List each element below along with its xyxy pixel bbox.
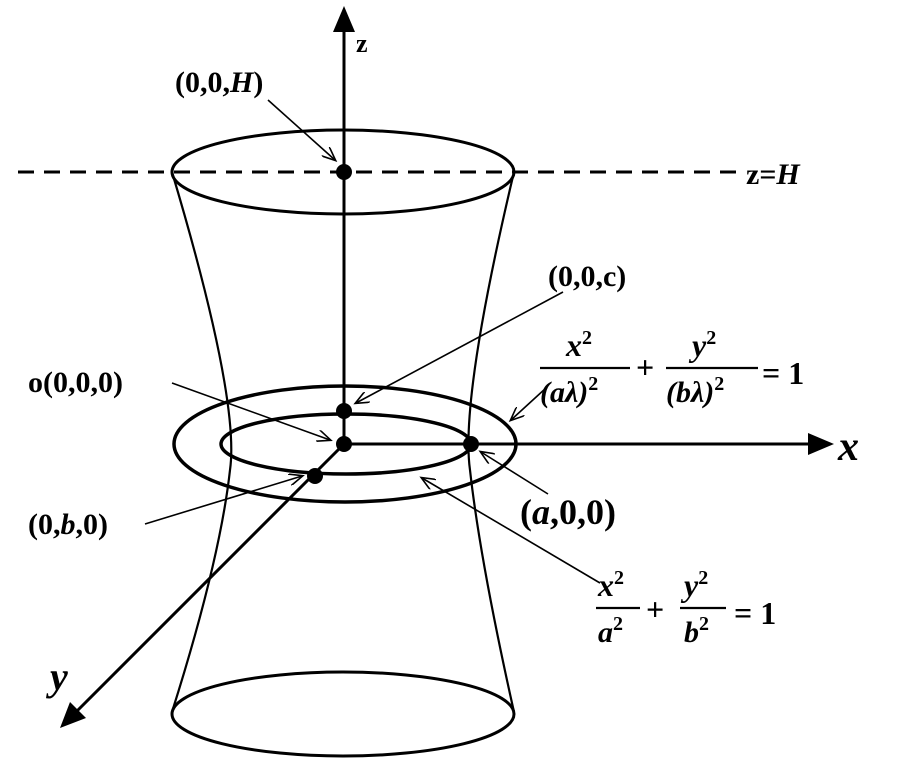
inner-eq-den2: b2 [684, 613, 709, 649]
inner-eq-den2-exp: 2 [699, 613, 709, 635]
inner-eq-den1-exp: 2 [613, 613, 623, 635]
outer-eq-num2: y2 [688, 327, 716, 363]
y-axis-arrowhead [60, 702, 86, 728]
x-axis-label: x [837, 424, 859, 470]
x-axis-arrowhead [808, 433, 834, 455]
leader-inner-eq [422, 478, 601, 584]
plane-label: z=H [746, 158, 801, 191]
point-y-b [307, 468, 323, 484]
outer-eq-den1-exp: 2 [588, 373, 598, 395]
label-x-point: (a,0,0) [520, 492, 616, 532]
outer-eq-den1: (aλ)2 [540, 373, 598, 409]
label-y-suffix: ,0) [76, 508, 109, 541]
label-x-suffix: ,0,0) [550, 492, 616, 532]
point-c [336, 403, 352, 419]
z-axis-label: z [356, 29, 368, 58]
plane-label-prefix: z= [746, 158, 776, 191]
outer-eq-plus: + [636, 349, 654, 385]
inner-eq-num1: x2 [597, 567, 624, 603]
outer-eq-rhs: = 1 [762, 355, 804, 391]
outer-equation: x2 (aλ)2 + y2 (bλ)2 = 1 [540, 327, 804, 409]
label-x-prefix: ( [520, 492, 532, 532]
label-origin-point: o(0,0,0) [28, 366, 123, 399]
label-y-var: b [61, 508, 76, 541]
point-x-a [463, 436, 479, 452]
outer-eq-num1: x2 [565, 327, 592, 363]
inner-eq-den1: a2 [598, 613, 623, 649]
inner-eq-num2-exp: 2 [698, 567, 708, 589]
outer-eq-num2-exp: 2 [706, 327, 716, 349]
point-top [336, 164, 352, 180]
outer-eq-den2: (bλ)2 [666, 373, 724, 409]
bottom-ellipse [170, 670, 516, 758]
hyperboloid-right-wall [467, 171, 516, 713]
z-axis-arrowhead [333, 6, 355, 32]
plane-label-var: H [775, 158, 801, 191]
label-top-prefix: (0,0, [175, 66, 230, 99]
label-top-var: H [229, 66, 255, 99]
y-axis [70, 442, 346, 718]
outer-eq-num1-exp: 2 [582, 327, 592, 349]
y-axis-label: y [46, 654, 68, 699]
leader-origin [171, 382, 330, 440]
hyperboloid-left-wall [170, 171, 233, 713]
inner-eq-rhs: = 1 [734, 595, 776, 631]
point-origin [336, 436, 352, 452]
label-y-prefix: (0, [28, 508, 61, 541]
label-c-point: (0,0,c) [548, 260, 626, 293]
label-x-var: a [532, 492, 550, 532]
leader-a [481, 452, 549, 495]
leader-c [356, 291, 564, 403]
label-top-suffix: ) [253, 66, 263, 99]
label-top-point: (0,0,H) [175, 66, 263, 99]
label-y-point: (0,b,0) [28, 508, 108, 541]
leader-b [144, 476, 302, 525]
leader-outer-eq [511, 387, 547, 420]
inner-equation: x2 a2 + y2 b2 = 1 [596, 567, 776, 649]
inner-eq-num2: y2 [680, 567, 708, 603]
outer-eq-den2-exp: 2 [714, 373, 724, 395]
inner-eq-num1-exp: 2 [614, 567, 624, 589]
inner-eq-plus: + [646, 591, 664, 627]
leader-top [267, 99, 335, 160]
